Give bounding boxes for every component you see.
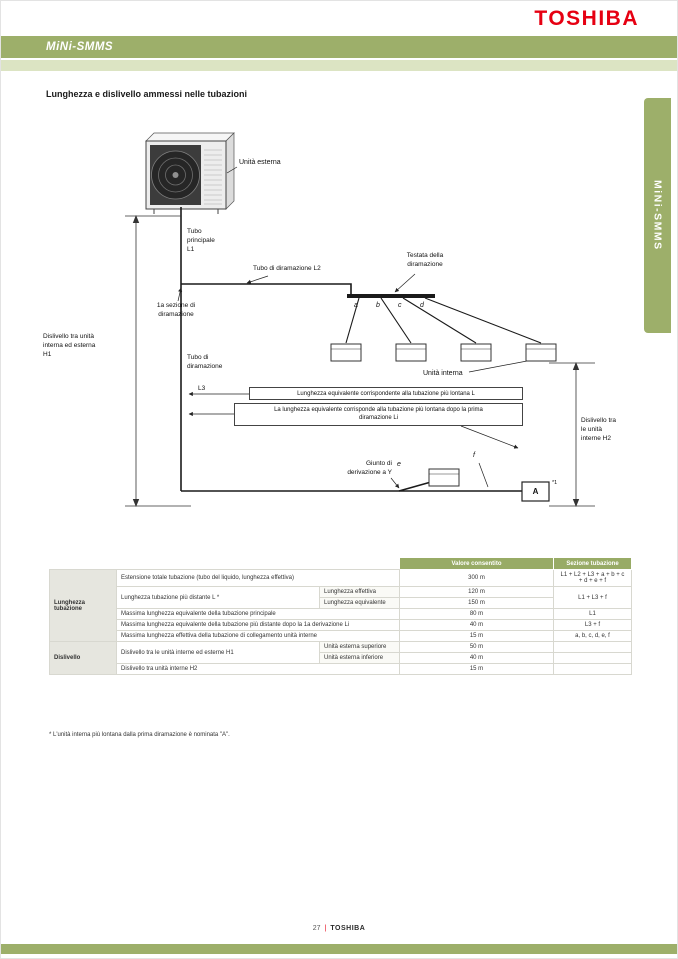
pipe-lines	[180, 207, 522, 492]
table-header-row: Valore consentito Sezione tubazione	[49, 557, 632, 570]
row-desc: Estensione totale tubazione (tubo del li…	[116, 569, 400, 587]
table-header-value: Valore consentito	[399, 557, 554, 570]
branch-header-label: Testata della diramazione	[406, 252, 444, 268]
row-section: L3 + f	[553, 619, 632, 631]
table-row: Massima lunghezza equivalente della tuba…	[50, 608, 632, 620]
row-section: a, b, c, d, e, f	[553, 630, 632, 642]
bottom-bar	[1, 944, 677, 954]
row-sublabel: Unità esterna inferiore	[319, 652, 400, 664]
table-row: Lunghezza tubazione più distante L * Lun…	[50, 586, 632, 609]
branch-pipe-l2-label: Tubo di diramazione L2	[253, 265, 321, 272]
table-row: Massima lunghezza effettiva della tubazi…	[50, 630, 632, 642]
branch-letter-c: c	[398, 302, 402, 309]
row-value: 80 m	[399, 608, 554, 620]
row-section	[553, 652, 632, 664]
table-row: Unità esterna inferiore 40 m	[50, 652, 632, 664]
row-section: L1 + L3 + f	[553, 586, 632, 609]
indoor-unit-label: Unità interna	[423, 370, 463, 377]
table-header-blank	[49, 557, 400, 570]
footer-brand: TOSHIBA	[330, 925, 366, 932]
h1-dimension-label: Dislivello tra unità interna ed esterna …	[43, 333, 96, 358]
product-banner: MiNi-SMMS	[1, 36, 677, 58]
branch-drop-lines	[345, 297, 542, 344]
equivalent-length-l-box: Lunghezza equivalente corrispondente all…	[249, 387, 523, 400]
row-desc: Dislivello tra le unità interne ed ester…	[116, 641, 320, 664]
row-value: 50 m	[399, 641, 554, 653]
group-length: Lunghezza tubazione	[49, 569, 117, 642]
row-value: 15 m	[399, 630, 554, 642]
row-sublabel: Unità esterna superiore	[319, 641, 400, 653]
row-value: 120 m	[399, 586, 554, 598]
branch-letter-b: b	[376, 302, 380, 309]
main-pipe-label: Tubo principale L1	[187, 228, 215, 253]
row-desc: Massima lunghezza equivalente della tuba…	[116, 619, 400, 631]
table-row: Dislivello Dislivello tra le unità inter…	[49, 641, 632, 675]
banner-substrip	[1, 60, 677, 71]
diagram-canvas	[125, 132, 595, 507]
farthest-unit-note: *1	[552, 480, 558, 486]
side-tab-label: MiNi-SMMS	[651, 180, 664, 251]
indoor-unit-icons	[330, 343, 557, 487]
branch-letter-f: f	[473, 452, 475, 459]
outdoor-unit-label: Unità esterna	[239, 159, 281, 166]
first-branch-label: 1a sezione di diramazione	[156, 302, 196, 318]
table-row: Dislivello tra unità interne H2 15 m	[50, 663, 632, 675]
branch-header-bar	[347, 294, 435, 298]
equivalent-length-li-box: La lunghezza equivalente corrisponde all…	[234, 403, 523, 426]
row-value: 15 m	[399, 663, 554, 675]
branch-letter-e: e	[397, 461, 401, 468]
row-value: 300 m	[399, 569, 554, 587]
outdoor-unit-icon	[145, 132, 235, 214]
row-sublabel: Lunghezza effettiva	[319, 586, 400, 598]
y-joint-label: Giunto di derivazione a Y	[347, 460, 392, 476]
toshiba-logo: TOSHIBA	[534, 7, 639, 30]
farthest-unit-box	[521, 481, 550, 502]
row-section	[553, 641, 632, 653]
row-desc: Lunghezza tubazione più distante L *	[116, 586, 320, 609]
row-value: 150 m	[399, 597, 554, 609]
row-desc: Dislivello tra unità interne H2	[116, 663, 400, 675]
page-footer: 27|TOSHIBA	[1, 925, 677, 932]
row-desc: Massima lunghezza effettiva della tubazi…	[116, 630, 400, 642]
banner-title: MiNi-SMMS	[46, 41, 114, 53]
branch-letter-a: a	[354, 302, 358, 309]
footer-divider: |	[324, 925, 327, 932]
row-sublabel: Lunghezza equivalente	[319, 597, 400, 609]
row-section: L1 + L2 + L3 + a + b + c + d + e + f	[553, 569, 632, 587]
table-row: Massima lunghezza equivalente della tuba…	[50, 619, 632, 631]
branch-pipe-l3-label: Tubo di diramazione	[187, 354, 223, 370]
footnote: * L'unità interna più lontana dalla prim…	[49, 732, 230, 738]
page-title: Lunghezza e dislivello ammessi nelle tub…	[46, 89, 248, 99]
piping-diagram: Unità esterna Tubo principale L1 Tubo di…	[41, 111, 649, 521]
row-desc: Massima lunghezza equivalente della tuba…	[116, 608, 400, 620]
h2-dimension-label: Dislivello tra le unità interne H2	[581, 417, 617, 442]
h2-dimension-line	[549, 362, 595, 507]
l3-code-label: L3	[198, 385, 206, 392]
group-height: Dislivello	[49, 641, 117, 675]
row-value: 40 m	[399, 619, 554, 631]
piping-limits-table: Valore consentito Sezione tubazione Lung…	[49, 557, 632, 675]
side-tab: MiNi-SMMS	[644, 98, 671, 333]
branch-letter-d: d	[420, 302, 424, 309]
farthest-unit-label: A	[532, 487, 539, 496]
footer-page-number: 27	[312, 925, 321, 932]
row-value: 40 m	[399, 652, 554, 664]
table-row: Lunghezza tubazione Estensione totale tu…	[49, 569, 632, 642]
leader-lines	[177, 166, 528, 489]
table-header-section: Sezione tubazione	[553, 557, 632, 570]
row-section	[553, 663, 632, 675]
row-section: L1	[553, 608, 632, 620]
